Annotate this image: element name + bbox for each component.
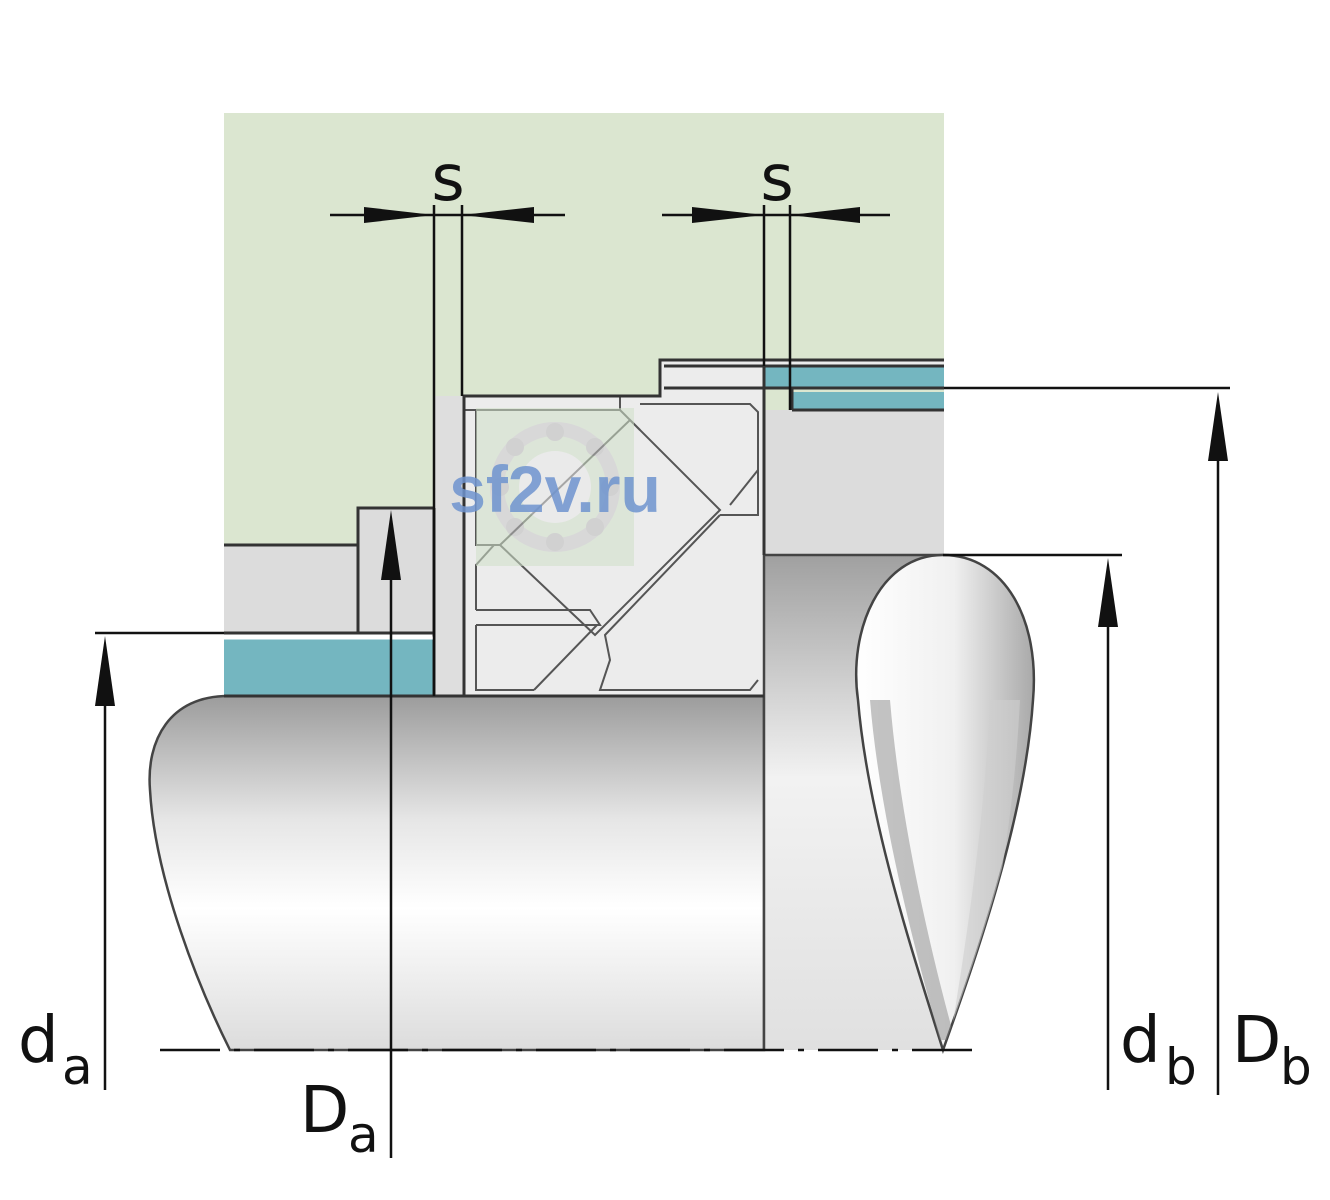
label-D-a: D [300, 1074, 349, 1148]
label-s-right: s [760, 142, 793, 216]
shaft [148, 694, 766, 1052]
label-d-a-sub: a [62, 1038, 93, 1096]
label-D-a-sub: a [348, 1106, 379, 1164]
arrow-s-right-2 [790, 207, 860, 223]
watermark-logo [476, 408, 634, 566]
dimension-d-b [943, 553, 1122, 1090]
arrow-s-right-1 [692, 207, 764, 223]
dimension-D-b [944, 386, 1230, 1095]
label-s-left: s [431, 142, 464, 216]
label-d-b: d [1120, 1004, 1161, 1078]
label-D-b: D [1232, 1004, 1281, 1078]
arrow-s-left-2 [462, 207, 534, 223]
label-d-a: d [18, 1004, 59, 1078]
right-spacer [764, 410, 944, 555]
dimension-d-a [95, 631, 224, 1090]
arrow-d-b [1098, 558, 1118, 627]
arrow-d-a [95, 636, 115, 706]
watermark-text: sf2v.ru [449, 452, 661, 526]
arrow-s-left-1 [364, 207, 434, 223]
bearing-inner-ring [434, 396, 464, 696]
shaft-end-shading [870, 700, 1020, 1040]
right-sleeve-lower [792, 392, 944, 410]
label-d-b-sub: b [1165, 1038, 1197, 1096]
arrow-D-a [381, 510, 401, 580]
arrow-D-b [1208, 392, 1228, 461]
label-D-b-sub: b [1280, 1038, 1312, 1096]
outlines [224, 358, 944, 698]
left-sleeve [224, 638, 434, 696]
